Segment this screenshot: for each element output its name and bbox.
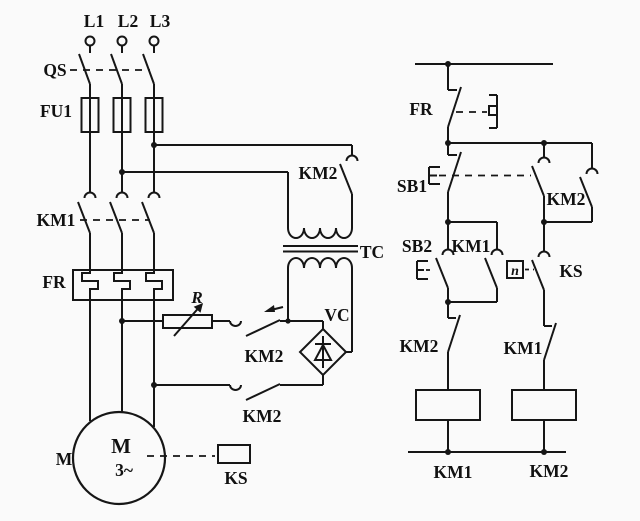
motor-phases: 3~ [115,460,133,480]
sb2-label: SB2 [402,236,432,256]
r-label: R [190,288,202,307]
diode-symbol [313,342,333,361]
ks-main-label: KS [224,468,247,488]
tc-core [283,245,358,253]
fu1-fuses [80,97,164,133]
km2-selfhold-contact [544,143,599,223]
phase-terminals [84,35,160,53]
tc-primary-winding [287,227,353,239]
qs-label: QS [43,60,66,80]
control-circuit: FR SB1 KM2 [397,61,599,482]
ks-control-label: KS [559,261,582,281]
power-circuit: L1 L2 L3 QS FU1 [37,11,384,506]
tc-secondary-winding [287,257,353,269]
phase-label-l2: L2 [118,11,138,31]
sb2-no-contact [416,222,455,302]
speed-n-label: n [511,264,519,279]
resistor-r [122,303,230,337]
fr-heater-block [72,269,174,301]
phase-label-l1: L1 [84,11,104,31]
motor-ref-label: M [56,449,73,469]
km2-interlock-contact [447,302,461,390]
km2-brake-contact-upper [229,305,324,337]
km2-selfhold-label: KM2 [547,189,586,209]
sb1-nc-contact [428,143,531,222]
km2-brake-upper-label: KM2 [245,346,284,366]
km1-interlock-label: KM1 [504,338,543,358]
fr-main-label: FR [42,272,66,292]
sb1-label: SB1 [397,176,427,196]
phase-wires-upper [89,84,155,192]
km1-coil-label: KM1 [434,462,473,482]
speed-n-box [506,260,524,279]
km1-selfhold-contact [448,222,504,303]
contact-motion-arrow [264,305,275,312]
sb1-no-contact [531,143,551,222]
km1-main-contacts [77,191,161,270]
qs-switch [70,53,155,85]
km2-brake-lower-label: KM2 [243,406,282,426]
junction-dot [285,318,291,324]
km1-main-label: KM1 [37,210,76,230]
speed-relay-ks [217,444,251,464]
fr-nc-contact [447,64,498,143]
tc-label: TC [360,242,384,262]
sb1-push-actuator [428,166,440,185]
transformer-tc [283,172,358,353]
km2-coil-label: KM2 [530,461,569,481]
ks-no-contact [506,222,551,326]
phase-label-l3: L3 [150,11,171,31]
junction-dot [541,449,547,455]
km1-interlock-contact [543,322,557,390]
km2-feed-label: KM2 [299,163,338,183]
km1-selfhold-label: KM1 [452,236,491,256]
motor-letter: M [111,434,131,458]
fu1-label: FU1 [40,101,72,121]
motor: M 3~ [71,410,167,506]
km1-coil [415,389,481,452]
rectifier-vc [298,327,348,377]
km2-interlock-label: KM2 [400,336,439,356]
junction-dot [445,449,451,455]
km2-coil [511,389,577,452]
fr-control-label: FR [409,99,433,119]
km2-feed-contact [339,145,359,228]
sb2-push-actuator [416,260,428,280]
km2-brake-contact-lower [154,375,324,401]
vc-label: VC [324,305,349,325]
fr-trip-symbol [488,94,498,129]
